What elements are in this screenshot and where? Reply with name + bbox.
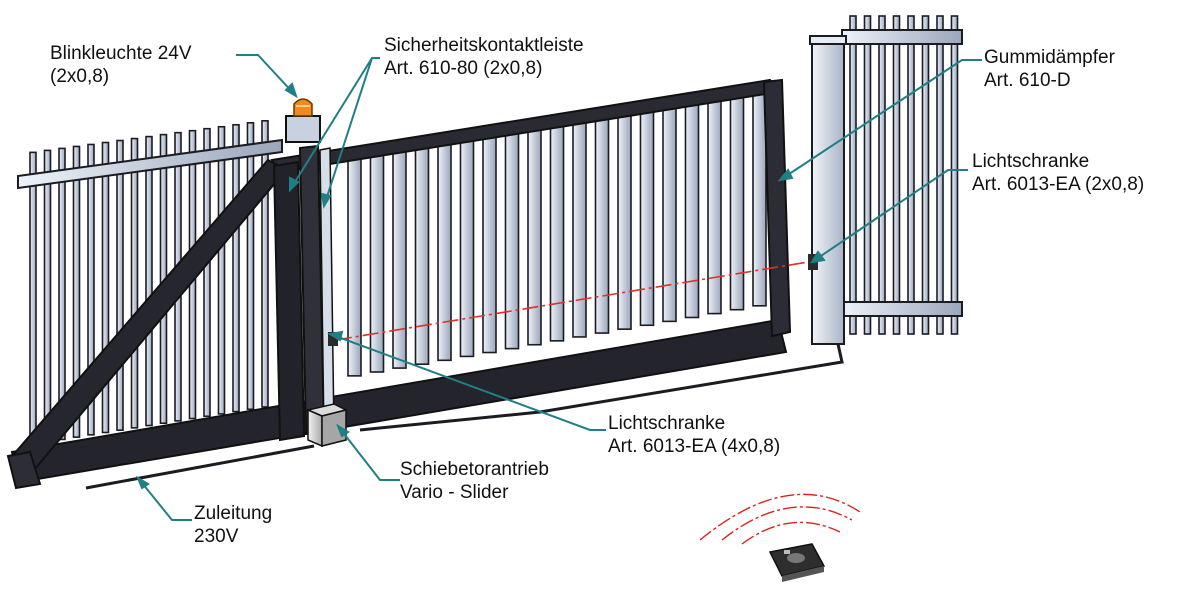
right-fence — [841, 15, 963, 335]
right-fence-bar — [921, 15, 930, 335]
label-blinkleuchte-name: Blinkleuchte 24V — [50, 43, 192, 64]
right-fence-bar — [878, 15, 886, 335]
label-sicherheitskontaktleiste-spec: Art. 610-80 (2x0,8) — [384, 58, 543, 79]
gate-bar — [594, 111, 610, 334]
label-antrieb: Schiebetorantrieb Vario - Slider — [400, 458, 549, 504]
label-gummidaempfer-name: Gummidämpfer — [984, 47, 1115, 68]
left-fence-bar — [217, 125, 226, 415]
gate-end-post — [762, 78, 792, 338]
left-fence-bar — [43, 149, 52, 443]
label-zuleitung: Zuleitung 230V — [194, 502, 272, 548]
gate-bar — [369, 147, 385, 373]
gate-bar — [684, 97, 700, 319]
center-post — [285, 98, 335, 436]
leader-lines — [135, 54, 982, 521]
right-fence-bar — [892, 15, 901, 335]
label-lichtschranke-post-name: Lichtschranke — [972, 151, 1090, 172]
gate-top-beam — [270, 78, 780, 174]
label-lichtschranke-gate-name: Lichtschranke — [608, 413, 726, 434]
label-lichtschranke-post: Lichtschranke Art. 6013-EA (2x0,8) — [972, 150, 1144, 196]
right-fence-bar — [950, 15, 959, 335]
gate-bar — [437, 136, 452, 362]
gate-bar — [662, 100, 677, 323]
gate-motor-icon — [305, 403, 349, 448]
label-antrieb-name: Schiebetorantrieb — [400, 459, 549, 480]
left-fence-top-rail — [17, 138, 283, 190]
remote-control-icon — [768, 543, 826, 582]
gate-foot — [6, 450, 42, 490]
post-cable — [359, 343, 844, 432]
label-sicherheitskontaktleiste-name: Sicherheitskontaktleiste — [384, 35, 584, 56]
gate-bar — [392, 143, 407, 369]
gate-bar — [549, 118, 565, 342]
left-fence-bar — [101, 141, 110, 434]
label-lichtschranke-gate-spec: Art. 6013-EA (4x0,8) — [608, 436, 781, 457]
label-zuleitung-name: Zuleitung — [194, 503, 273, 524]
gate-bar — [459, 133, 475, 358]
left-fence-bar — [145, 135, 153, 427]
leader-gummidaempfer — [779, 59, 982, 181]
left-fence — [17, 120, 283, 445]
left-fence-bar — [203, 127, 211, 418]
gate-bar — [617, 107, 632, 330]
left-fence-bar — [72, 145, 81, 438]
photocell-gate-device — [328, 332, 338, 346]
label-zuleitung-spec: 230V — [194, 526, 239, 547]
right-fence-bar — [907, 15, 915, 335]
gate-bar — [752, 86, 767, 307]
left-fence-bar — [246, 121, 255, 411]
label-blinkleuchte-spec: (2x0,8) — [50, 66, 110, 87]
gate-bar — [482, 129, 497, 354]
left-fence-bar — [87, 143, 95, 436]
leader-antrieb — [337, 425, 400, 481]
gate-bar — [707, 93, 722, 315]
supply-cable — [85, 444, 315, 490]
gate-bar — [572, 115, 587, 338]
left-fence-bar — [130, 137, 139, 429]
left-fence-bar — [29, 151, 37, 445]
gate-bar — [729, 89, 745, 311]
light-barrier-beam — [335, 261, 809, 341]
leader-zuleitung — [137, 477, 192, 521]
receiving-post — [808, 35, 847, 345]
warning-light-icon — [293, 98, 313, 117]
right-fence-bar — [849, 15, 857, 335]
gate-bar — [527, 122, 542, 346]
label-antrieb-spec: Vario - Slider — [400, 482, 509, 503]
label-lichtschranke-post-spec: Art. 6013-EA (2x0,8) — [972, 174, 1145, 195]
gate-bar — [639, 104, 655, 327]
left-fence-bar — [261, 120, 269, 408]
right-fence-bar — [863, 15, 872, 335]
label-gummidaempfer-spec: Art. 610-D — [984, 70, 1071, 91]
right-fence-top-rail — [841, 29, 963, 45]
leader-lichtschranke-gate — [329, 333, 606, 431]
left-fence-bar — [58, 147, 66, 441]
lamp-housing — [285, 115, 321, 143]
radio-signal-icon — [699, 493, 861, 545]
left-fence-bar — [232, 123, 240, 413]
label-lichtschranke-gate: Lichtschranke Art. 6013-EA (4x0,8) — [608, 412, 780, 458]
leader-blinkleuchte — [236, 54, 297, 97]
right-fence-bottom-rail — [841, 301, 963, 317]
gate-bar — [504, 125, 520, 350]
gate-front-post — [272, 160, 306, 442]
label-gummidaempfer: Gummidämpfer Art. 610-D — [984, 46, 1115, 92]
leader-lichtschranke-post — [811, 169, 968, 263]
label-sicherheitskontaktleiste: Sicherheitskontaktleiste Art. 610-80 (2x… — [384, 34, 584, 80]
gate-bar — [414, 140, 430, 365]
left-fence-bar — [116, 139, 124, 431]
sliding-gate — [6, 78, 792, 490]
label-blinkleuchte: Blinkleuchte 24V (2x0,8) — [50, 42, 192, 88]
